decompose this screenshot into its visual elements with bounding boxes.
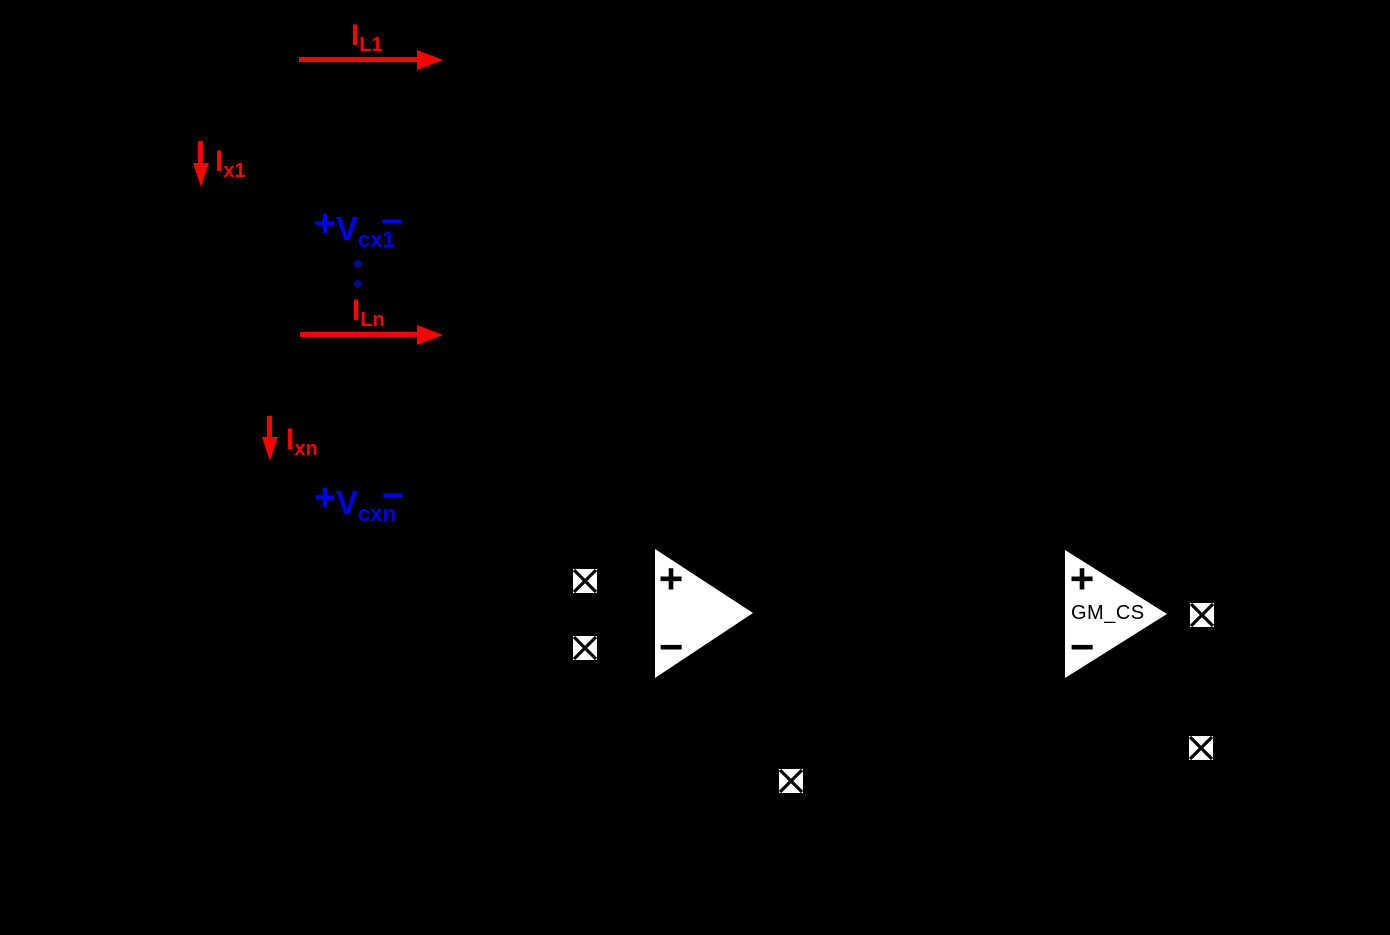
vcx1-minus-sign: − xyxy=(380,201,404,243)
ixn-current-label: Ixn xyxy=(286,423,318,460)
il1-current-arrow-icon xyxy=(299,50,443,70)
vcx1-voltage-label: Vcx1 xyxy=(336,210,395,252)
ix1-current-arrow-icon xyxy=(193,141,209,187)
vcx1-plus-sign: + xyxy=(313,203,337,245)
gm-cs-amp-minus-input: − xyxy=(1069,623,1095,670)
ellipsis-dot-icon xyxy=(354,260,362,268)
port-icon xyxy=(573,569,597,593)
port-icon xyxy=(779,769,803,793)
iln-current-arrow-icon xyxy=(300,325,443,345)
ixn-current-arrow-icon xyxy=(262,416,278,461)
gm-cs-amp-icon xyxy=(1065,550,1167,678)
gm-cs-amp-plus-input: + xyxy=(1069,555,1095,602)
error-amp-plus-input: + xyxy=(658,555,684,602)
vcxn-plus-sign: + xyxy=(313,477,337,519)
error-amp-icon xyxy=(655,549,753,678)
ix1-current-label: Ix1 xyxy=(215,145,246,182)
ellipsis-dot-icon xyxy=(354,280,362,288)
il1-current-label: IL1 xyxy=(351,19,383,56)
port-icon xyxy=(1190,603,1214,627)
iln-current-label: ILn xyxy=(352,294,385,331)
gm-cs-amp-label: GM_CS xyxy=(1071,602,1145,624)
port-icon xyxy=(573,636,597,660)
port-icon xyxy=(1189,736,1213,760)
error-amp-minus-input: − xyxy=(658,623,684,670)
vcxn-minus-sign: − xyxy=(381,475,405,517)
vcxn-voltage-label: Vcxn xyxy=(336,484,396,526)
